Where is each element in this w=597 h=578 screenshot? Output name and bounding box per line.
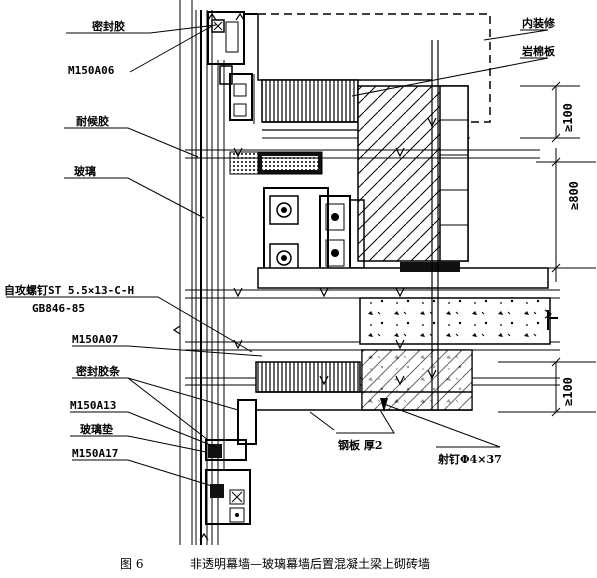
label-glass: 玻璃 (74, 164, 96, 178)
label-glass-pad: 玻璃垫 (80, 422, 113, 436)
threaded-rods (431, 40, 439, 410)
label-inner-trim: 内装修 (522, 16, 556, 30)
figure-number: 图 6 (120, 557, 143, 571)
label-rock-wool: 岩棉板 (521, 44, 556, 58)
break-marks (172, 12, 553, 541)
insulation-strip (229, 151, 259, 175)
inner-trim-outline (244, 13, 491, 123)
dimension-800: ≥800 (567, 181, 581, 210)
leader-lines (6, 24, 549, 487)
label-sealant: 密封胶 (92, 19, 125, 33)
rock-wool-bottom (255, 361, 361, 393)
label-steel-plate: 钢板 厚2 (338, 438, 382, 452)
rock-wool-top (261, 79, 359, 123)
label-screw-line1: 自攻螺钉ST 5.5×13-C-H (4, 283, 134, 297)
label-m150a13: M150A13 (70, 399, 116, 412)
mullion-lines (179, 0, 225, 545)
brick-wall-upper (357, 85, 469, 262)
bottom-profile (205, 399, 257, 525)
label-nail: 射钉Φ4×37 (437, 452, 502, 466)
label-screw-line2: GB846-85 (32, 302, 85, 315)
top-profile (207, 11, 255, 124)
dimension-top-100: ≥100 (561, 103, 575, 132)
dimension-lines (498, 81, 596, 417)
steel-bracket (263, 187, 365, 281)
label-m150a06: M150A06 (68, 64, 115, 77)
label-m150a17: M150A17 (72, 447, 118, 460)
dimension-bottom-100: ≥100 (561, 377, 575, 406)
label-seal-strip: 密封胶条 (76, 364, 121, 378)
concrete-beam (257, 262, 558, 411)
label-structural-glue: 耐候胶 (76, 114, 109, 128)
figure-title: 非透明幕墙—玻璃幕墙后置混凝土梁上砌砖墙 (190, 556, 430, 571)
label-m150a07: M150A07 (72, 333, 118, 346)
nail-mark (380, 398, 388, 412)
